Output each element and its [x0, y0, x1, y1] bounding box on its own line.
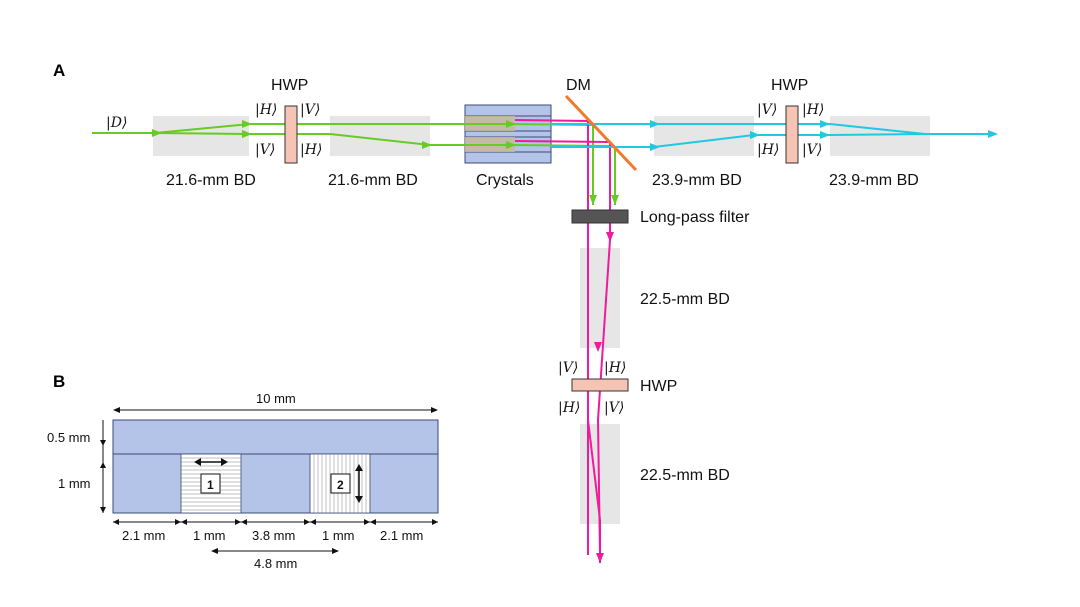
- panel-a-label: A: [53, 61, 65, 80]
- beam-displacer-225-first: [580, 248, 620, 348]
- idler-arrowheads: [594, 232, 614, 563]
- hwp-3-label: HWP: [640, 378, 677, 395]
- panel-b-label: B: [53, 372, 65, 391]
- hwp3-ket-top-right: |H⟩: [604, 360, 626, 376]
- pump-beam: [92, 123, 616, 205]
- half-wave-plate-1: [284, 105, 298, 164]
- bd-225-first-label: 22.5-mm BD: [640, 291, 730, 308]
- beam-displacer-216-first: [153, 116, 249, 156]
- crystals-block: [464, 104, 552, 164]
- hwp1-ket-bottom-right: |H⟩: [300, 142, 322, 158]
- crystal-1-number: 1: [207, 478, 214, 492]
- bd-239-first-label: 23.9-mm BD: [652, 172, 742, 189]
- hwp1-ket-top-left: |H⟩: [255, 102, 277, 118]
- crystals-label: Crystals: [476, 172, 534, 189]
- bd-216-second-label: 21.6-mm BD: [328, 172, 418, 189]
- dichroic-mirror: [564, 94, 638, 172]
- crystal-2-region: [309, 453, 371, 514]
- segment-2-dim-label: 1 mm: [193, 528, 226, 543]
- half-wave-plate-3: [571, 378, 629, 392]
- hwp2-ket-top-right: |H⟩: [802, 102, 824, 118]
- pump-arrowheads: [152, 120, 619, 205]
- hwp2-ket-top-left: |V⟩: [757, 102, 777, 118]
- width-dim-label: 10 mm: [256, 391, 296, 406]
- beam-displacer-239-second: [830, 116, 930, 156]
- segment-4-dim-label: 1 mm: [322, 528, 355, 543]
- optic-axis-arrows: [194, 458, 363, 503]
- segment-1-dim-label: 2.1 mm: [122, 528, 165, 543]
- segment-5-dim-label: 2.1 mm: [380, 528, 423, 543]
- hwp2-ket-bottom-left: |H⟩: [757, 142, 779, 158]
- bd-239-second-label: 23.9-mm BD: [829, 172, 919, 189]
- bd-216-first-label: 21.6-mm BD: [166, 172, 256, 189]
- crystal-1-region: [180, 453, 242, 514]
- hwp1-ket-bottom-left: |V⟩: [255, 142, 275, 158]
- spacing-dim-label: 4.8 mm: [254, 556, 297, 571]
- top-layer-dim-label: 0.5 mm: [47, 430, 90, 445]
- input-state-label: |D⟩: [106, 115, 127, 131]
- crystal-cross-section: 1 2: [112, 419, 439, 514]
- long-pass-filter: [571, 209, 629, 224]
- half-wave-plate-2: [785, 105, 799, 164]
- hwp1-ket-top-right: |V⟩: [300, 102, 320, 118]
- hwp3-ket-top-left: |V⟩: [558, 360, 578, 376]
- hwp-2-label: HWP: [771, 77, 808, 94]
- long-pass-filter-label: Long-pass filter: [640, 209, 750, 226]
- bd-225-second-label: 22.5-mm BD: [640, 467, 730, 484]
- crystal-2-number: 2: [337, 478, 344, 492]
- signal-arrowheads: [650, 120, 998, 151]
- hwp2-ket-bottom-right: |V⟩: [802, 142, 822, 158]
- hwp-1-label: HWP: [271, 77, 308, 94]
- hwp3-ket-bottom-right: |V⟩: [604, 400, 624, 416]
- hwp3-ket-bottom-left: |H⟩: [558, 400, 580, 416]
- dimension-lines: [100, 407, 438, 554]
- bottom-layer-dim-label: 1 mm: [58, 476, 91, 491]
- segment-3-dim-label: 3.8 mm: [252, 528, 295, 543]
- dm-label: DM: [566, 77, 591, 94]
